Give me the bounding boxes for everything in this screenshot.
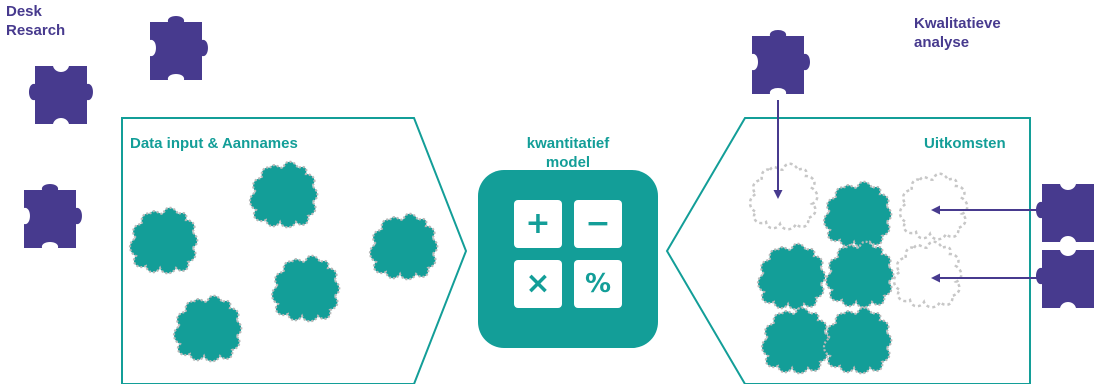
- model-line1: kwantitatief: [526, 135, 610, 152]
- desk-research-line1: Desk: [6, 3, 42, 20]
- kwalitatieve-line2: analyse: [914, 34, 970, 51]
- data-input-title: Data input & Aannames: [130, 135, 298, 152]
- desk-research-line2: Resarch: [6, 22, 66, 39]
- puzzle-piece-icon: [1036, 184, 1094, 242]
- puzzle-piece-icon: [1036, 250, 1094, 308]
- puzzle-piece-icon: [150, 16, 208, 80]
- uitkomsten-title: Uitkomsten: [924, 135, 1006, 152]
- percent-key: %: [574, 260, 622, 308]
- kwalitatieve-line1: Kwalitatieve: [914, 15, 1001, 32]
- plus-key: +: [514, 200, 562, 248]
- minus-key: −: [574, 200, 622, 248]
- times-key: ×: [514, 260, 562, 308]
- puzzle-piece-icon: [24, 184, 82, 248]
- model-line2: model: [545, 154, 591, 171]
- puzzle-piece-icon: [752, 30, 810, 94]
- puzzle-piece-icon: [29, 66, 93, 124]
- desk-research-label: Desk Resarch: [6, 2, 65, 40]
- calculator-icon: [478, 170, 658, 348]
- model-title: kwantitatief model: [488, 134, 648, 172]
- kwalitatieve-analyse-label: Kwalitatieve analyse: [914, 14, 1001, 52]
